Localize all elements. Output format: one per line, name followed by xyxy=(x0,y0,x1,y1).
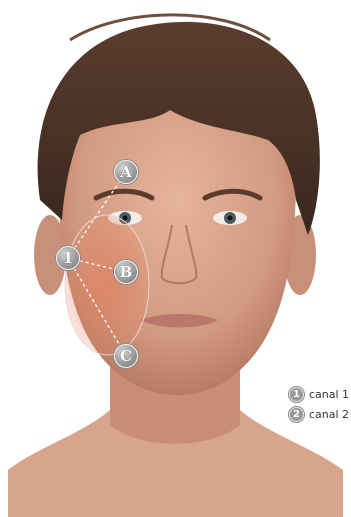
legend: 1 canal 1 2 canal 2 xyxy=(289,384,351,424)
cheek-zone xyxy=(65,215,149,355)
legend-item: 1 canal 1 xyxy=(289,384,351,404)
marker-b: B xyxy=(114,260,138,284)
legend-number-badge: 2 xyxy=(289,407,304,422)
marker-c: C xyxy=(114,344,138,368)
legend-number-badge: 1 xyxy=(289,387,304,402)
legend-label: canal 2 xyxy=(309,408,349,421)
marker-a: A xyxy=(114,160,138,184)
marker-origin: 1 xyxy=(56,246,80,270)
legend-item: 2 canal 2 xyxy=(289,404,351,424)
legend-label: canal 1 xyxy=(309,388,349,401)
